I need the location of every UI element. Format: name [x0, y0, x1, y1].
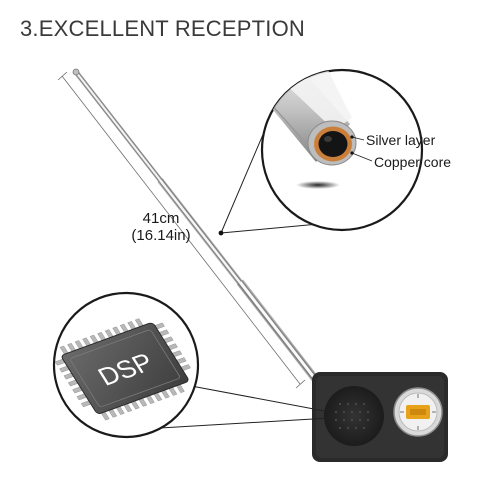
telescopic-antenna [72, 68, 320, 383]
antenna-length-cm: 41cm [142, 210, 180, 227]
silver-layer-label: Silver layer [366, 132, 436, 148]
antenna-length-label: 41cm (16.14in) [116, 210, 206, 244]
copper-core-label: Copper core [374, 154, 452, 170]
radio-device [312, 372, 448, 462]
dsp-chip-circle: DSP [52, 291, 200, 439]
length-dimension-line [57, 71, 306, 389]
chip-callout-lines [159, 384, 331, 429]
speaker-grill [324, 386, 384, 446]
antenna-length-in: (16.14in) [131, 227, 191, 244]
page-title: 3.EXCELLENT RECEPTION [20, 16, 305, 41]
